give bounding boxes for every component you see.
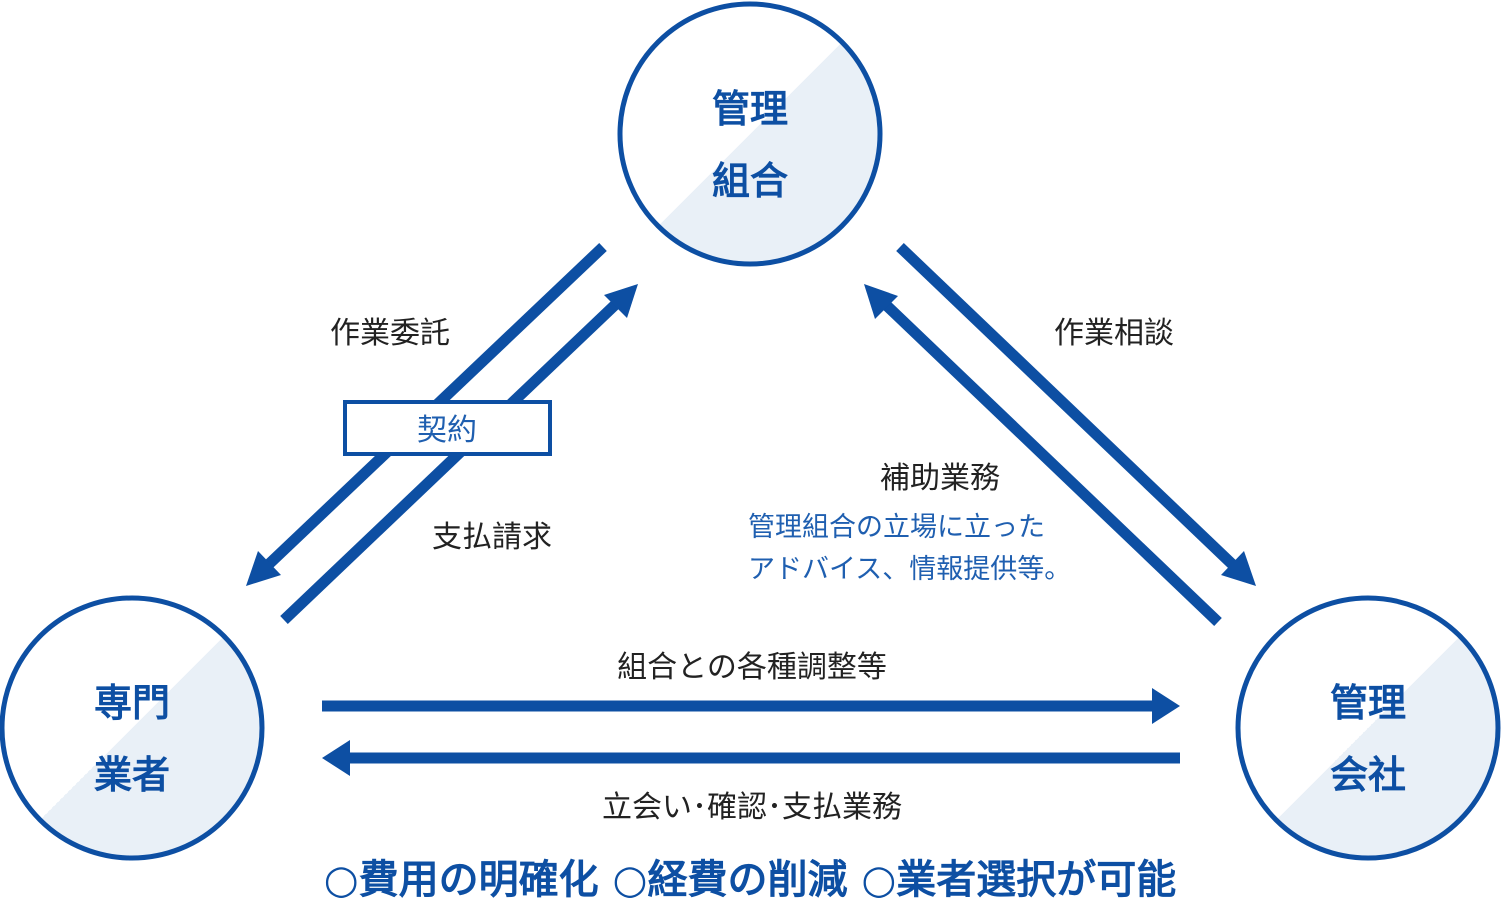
node-kanri-kaisha-line2: 会社 <box>1330 753 1406 797</box>
arrow-gyosha-to-kumiai-head <box>604 284 638 318</box>
label-sagyo-itaku: 作業委託 <box>330 316 450 351</box>
node-senmon-gyosha-line2: 業者 <box>94 753 170 797</box>
label-keiyaku: 契約 <box>417 413 477 448</box>
node-senmon-gyosha-circle <box>0 595 265 861</box>
label-hojo-gyomu: 補助業務 <box>880 461 1000 496</box>
arrow-kaisha-to-kumiai-shaft <box>880 299 1222 626</box>
node-kanri-kumiai-line2: 組合 <box>712 159 788 203</box>
node-kanri-kumiai-line1: 管理 <box>712 87 788 131</box>
node-kanri-kumiai: 管理 組合 <box>617 1 883 267</box>
arrow-kumiai-to-kaisha-head <box>1221 551 1256 586</box>
label-hojo-note-line2: アドバイス、情報提供等。 <box>748 554 1071 585</box>
footer-benefits: ○費用の明確化 ○経費の削減 ○業者選択が可能 <box>324 857 1177 900</box>
arrow-kaisha-to-kumiai-head <box>864 284 898 319</box>
label-hojo-note-line1: 管理組合の立場に立った <box>748 512 1045 543</box>
keiyaku-box-frame <box>343 400 552 456</box>
node-kanri-kaisha-line1: 管理 <box>1330 681 1406 725</box>
arrow-kumiai-to-kaisha-shaft <box>896 243 1238 570</box>
arrow-kumiai-to-gyosha-head <box>246 551 281 586</box>
keiyaku-box: 契約 <box>343 400 552 456</box>
label-shiharai-seikyu: 支払請求 <box>432 520 552 555</box>
node-kanri-kaisha: 管理 会社 <box>1235 595 1501 861</box>
node-senmon-gyosha: 専門 業者 <box>0 595 265 861</box>
label-tachiai: 立会い･確認･支払業務 <box>602 790 902 825</box>
label-kumiai-chosei: 組合との各種調整等 <box>617 650 887 685</box>
node-kanri-kaisha-circle <box>1235 595 1501 861</box>
arrow-gyosha-to-kaisha-head <box>1152 688 1180 724</box>
node-senmon-gyosha-line1: 専門 <box>94 681 170 725</box>
label-sagyo-sodan: 作業相談 <box>1054 316 1174 351</box>
node-kanri-kumiai-circle <box>617 1 883 267</box>
arrow-kaisha-to-gyosha-head <box>322 740 350 776</box>
arrow-gyosha-to-kumiai-shaft <box>280 299 621 624</box>
